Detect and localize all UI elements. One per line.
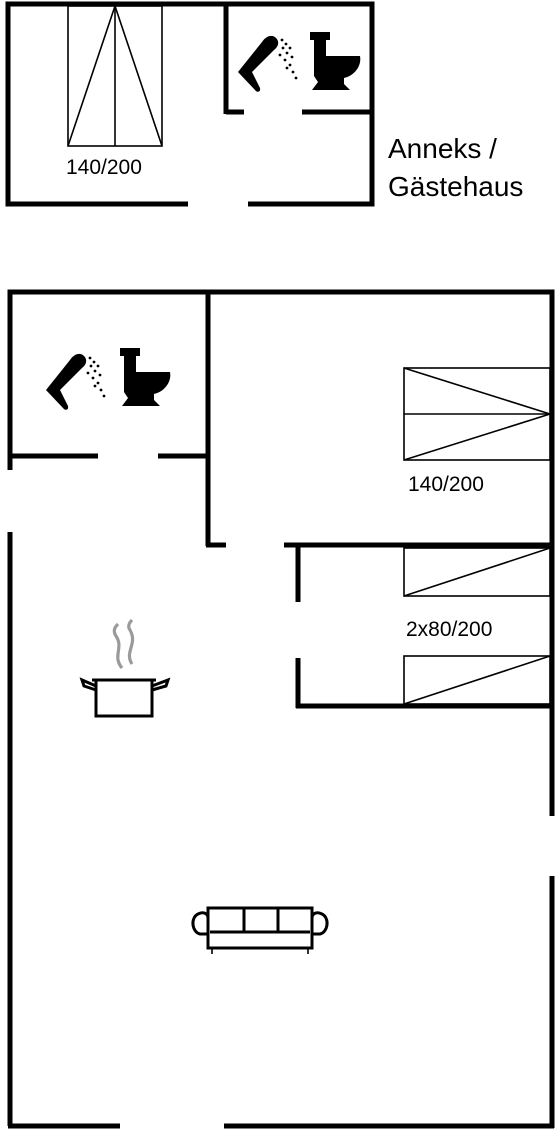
main-toilet-icon — [120, 348, 171, 406]
annex-title-line2: Gästehaus — [388, 171, 523, 202]
annex-bed-label: 140/200 — [66, 156, 142, 179]
main-shower-icon — [46, 353, 106, 410]
annex-building: 140/200 — [5, 1, 375, 207]
annex-bathroom-walls — [223, 4, 372, 115]
main-outer-walls — [7, 289, 555, 1129]
single-bed-upper — [403, 547, 551, 597]
twin-beds-label: 2x80/200 — [406, 618, 492, 641]
shower-icon — [238, 35, 298, 92]
sofa-icon — [191, 906, 329, 954]
cooking-pot-icon — [79, 618, 171, 718]
single-bed-lower — [403, 655, 551, 705]
bathroom-walls — [10, 292, 226, 548]
main-house: 140/200 2x80/200 — [7, 289, 555, 1129]
annex-bed — [67, 5, 163, 147]
toilet-icon — [310, 32, 361, 90]
double-bed — [403, 367, 551, 461]
annex-outer-walls — [5, 1, 375, 207]
double-bed-label: 140/200 — [408, 473, 484, 496]
annex-title-line1: Anneks / — [388, 133, 497, 164]
bedroom-walls — [284, 542, 552, 709]
